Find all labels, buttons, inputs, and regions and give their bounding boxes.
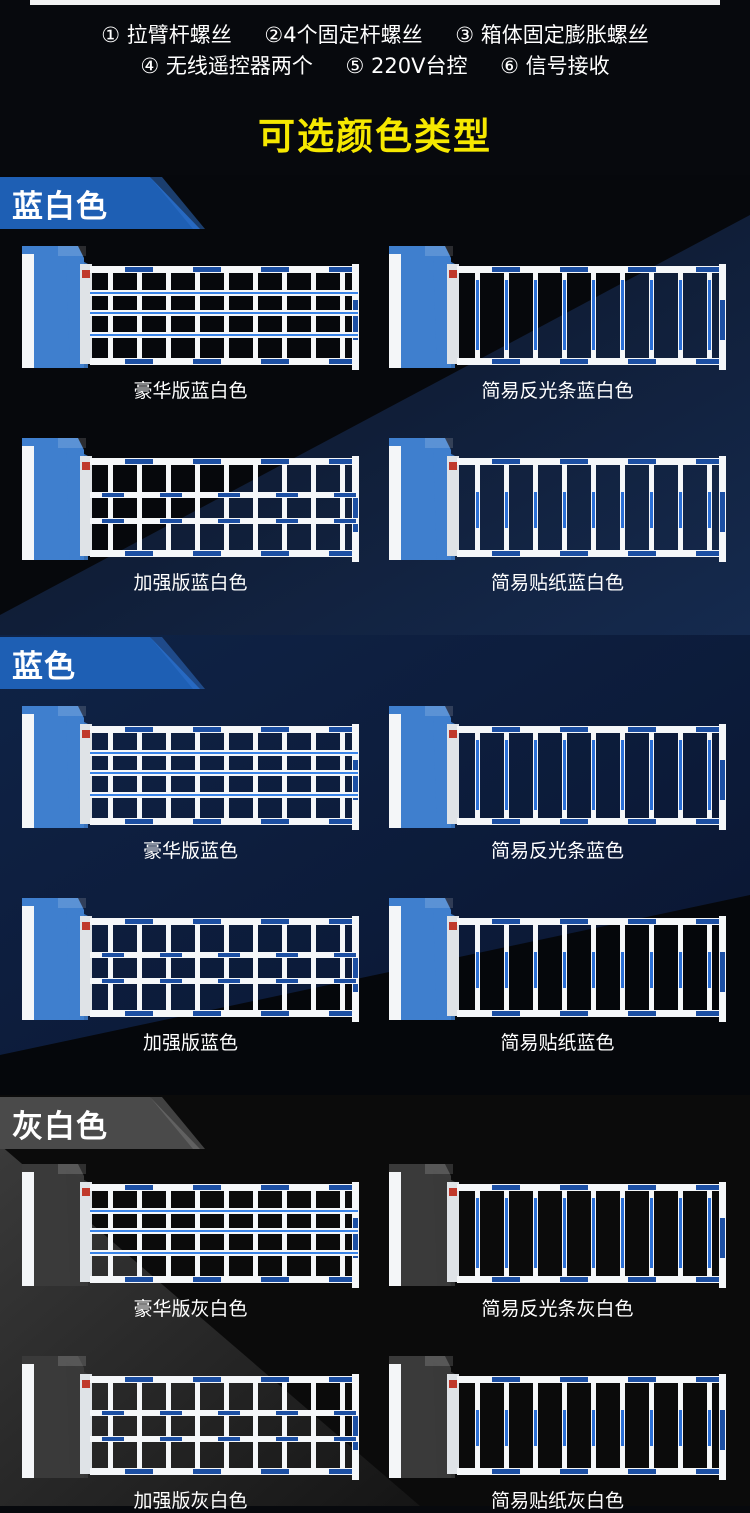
product-card: 加强版灰白色 xyxy=(18,1350,363,1512)
product-caption: 豪华版蓝色 xyxy=(142,840,238,862)
section-label-text: 蓝白色 xyxy=(12,189,108,225)
product-card: 简易反光条蓝色 xyxy=(385,700,730,862)
section-label-gray-white: 灰白色 xyxy=(0,1097,205,1149)
barrier-gate-illustration xyxy=(22,898,359,1022)
section-label-blue: 蓝色 xyxy=(0,637,205,689)
section-label-text: 灰白色 xyxy=(12,1109,108,1145)
product-card: 豪华版蓝色 xyxy=(18,700,363,862)
barrier-gate-illustration xyxy=(22,246,359,370)
product-card: 加强版蓝色 xyxy=(18,892,363,1054)
product-card: 加强版蓝白色 xyxy=(18,432,363,594)
barrier-gate-illustration xyxy=(389,246,726,370)
barrier-gate-illustration xyxy=(22,1164,359,1288)
parts-row-2: ④ 无线遥控器两个 ⑤ 220V台控 ⑥ 信号接收 xyxy=(0,51,750,82)
parts-list: ① 拉臂杆螺丝 ②4个固定杆螺丝 ③ 箱体固定膨胀螺丝 ④ 无线遥控器两个 ⑤ … xyxy=(0,20,750,82)
product-card: 豪华版灰白色 xyxy=(18,1158,363,1320)
product-caption: 加强版蓝白色 xyxy=(133,572,248,594)
product-card: 简易反光条灰白色 xyxy=(385,1158,730,1320)
product-card: 简易贴纸灰白色 xyxy=(385,1350,730,1512)
part-item: ③ 箱体固定膨胀螺丝 xyxy=(455,23,649,47)
product-card: 简易贴纸蓝白色 xyxy=(385,432,730,594)
product-caption: 豪华版蓝白色 xyxy=(133,380,248,402)
barrier-gate-illustration xyxy=(22,438,359,562)
barrier-gate-illustration xyxy=(389,438,726,562)
barrier-gate-illustration xyxy=(22,706,359,830)
product-caption: 简易贴纸蓝色 xyxy=(500,1032,615,1054)
section-label-blue-white: 蓝白色 xyxy=(0,177,205,229)
part-item: ⑥ 信号接收 xyxy=(500,54,610,78)
product-caption: 加强版灰白色 xyxy=(133,1490,248,1512)
parts-row-1: ① 拉臂杆螺丝 ②4个固定杆螺丝 ③ 箱体固定膨胀螺丝 xyxy=(0,20,750,51)
product-card: 简易反光条蓝白色 xyxy=(385,240,730,402)
top-divider xyxy=(30,0,720,5)
product-caption: 简易反光条蓝色 xyxy=(490,840,624,862)
barrier-gate-illustration xyxy=(389,706,726,830)
product-card: 豪华版蓝白色 xyxy=(18,240,363,402)
page-title: 可选颜色类型 xyxy=(258,115,492,158)
barrier-gate-illustration xyxy=(389,898,726,1022)
part-item: ②4个固定杆螺丝 xyxy=(264,23,423,47)
part-item: ⑤ 220V台控 xyxy=(345,54,468,78)
barrier-gate-illustration xyxy=(22,1356,359,1480)
product-caption: 加强版蓝色 xyxy=(142,1032,238,1054)
product-caption: 简易反光条灰白色 xyxy=(481,1298,634,1320)
product-card: 简易贴纸蓝色 xyxy=(385,892,730,1054)
barrier-gate-illustration xyxy=(389,1164,726,1288)
product-caption: 简易贴纸蓝白色 xyxy=(490,572,624,594)
part-item: ④ 无线遥控器两个 xyxy=(140,54,313,78)
barrier-gate-illustration xyxy=(389,1356,726,1480)
product-caption: 简易反光条蓝白色 xyxy=(481,380,634,402)
part-item: ① 拉臂杆螺丝 xyxy=(101,23,232,47)
product-caption: 简易贴纸灰白色 xyxy=(490,1490,624,1512)
section-label-text: 蓝色 xyxy=(12,649,76,685)
product-caption: 豪华版灰白色 xyxy=(133,1298,248,1320)
